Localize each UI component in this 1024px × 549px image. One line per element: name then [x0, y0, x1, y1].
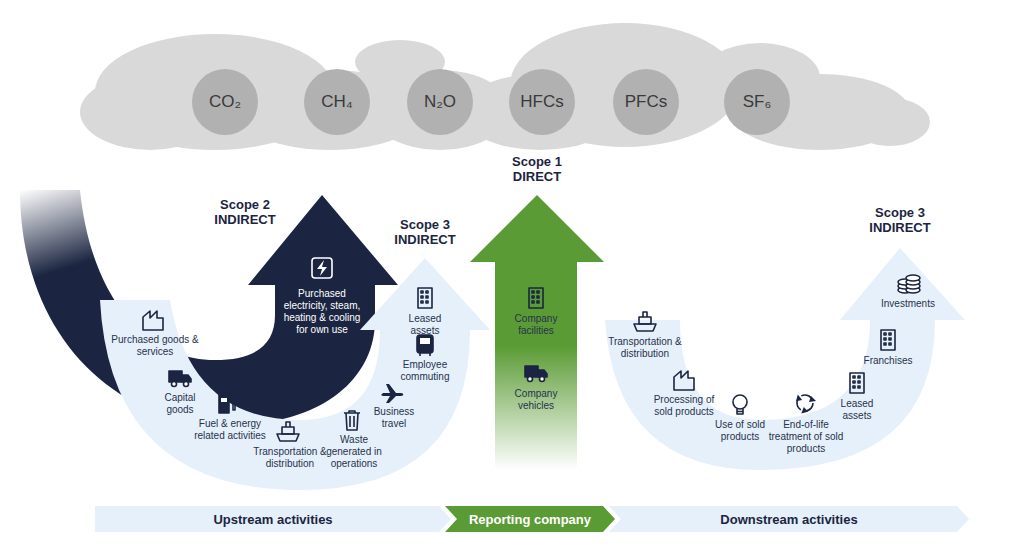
factory-icon — [674, 371, 694, 390]
band-chevron — [609, 506, 969, 532]
gas-name: HFCs — [520, 92, 563, 112]
category-label: Company facilities — [508, 313, 564, 337]
bulb-icon — [733, 395, 747, 414]
category-label: Use of sold products — [714, 419, 766, 443]
factory-icon — [143, 311, 163, 330]
gas-name: N₂O — [424, 92, 456, 112]
gas-name: SF₆ — [743, 92, 772, 112]
coins-icon — [898, 275, 920, 293]
category-icons — [143, 258, 920, 441]
gas-circle: N₂O — [407, 69, 473, 135]
band-chevron — [95, 506, 451, 532]
scope-heading: Scope 2 INDIRECT — [209, 198, 281, 228]
band-label: Downstream activities — [720, 512, 857, 527]
gas-circle: CH₄ — [304, 69, 370, 135]
truck-icon — [525, 366, 547, 382]
category-label: Transportation & distribution — [602, 336, 688, 360]
bolt-icon — [312, 258, 332, 278]
category-label: Transportation & distribution — [247, 446, 333, 470]
building-icon — [529, 288, 543, 308]
clouds — [80, 23, 930, 150]
category-label: Leased assets — [400, 313, 450, 337]
gas-circle: HFCs — [509, 69, 575, 135]
building-icon — [881, 330, 895, 350]
band-label: Reporting company — [469, 512, 591, 527]
category-label: Employee commuting — [395, 359, 455, 383]
category-label: Fuel & energy related activities — [194, 418, 266, 442]
recycle-icon — [793, 394, 816, 416]
ship-icon — [277, 422, 299, 441]
ship-icon — [634, 312, 656, 331]
gas-name: CO₂ — [209, 92, 241, 112]
category-label: Purchased goods & services — [107, 334, 203, 358]
gas-name: CH₄ — [321, 92, 353, 112]
building-icon — [418, 288, 432, 308]
gas-name: PFCs — [625, 92, 668, 112]
gas-circle: PFCs — [613, 69, 679, 135]
gas-circle: SF₆ — [724, 69, 790, 135]
category-label: Franchises — [858, 355, 918, 367]
truck-icon — [169, 371, 191, 387]
category-label: Capital goods — [157, 392, 203, 416]
fuel-icon — [219, 395, 235, 413]
category-label: Company vehicles — [508, 388, 564, 412]
scope-heading: Scope 1 DIRECT — [506, 155, 568, 185]
category-label: Processing of sold products — [649, 394, 719, 418]
plane-icon — [381, 384, 403, 403]
band-label: Upstream activities — [213, 512, 332, 527]
category-label: Investments — [877, 298, 939, 310]
activity-band: Downstream activities — [609, 506, 969, 532]
trash-icon — [344, 411, 360, 430]
category-label: Waste generated in operations — [321, 434, 387, 470]
category-label: Business travel — [371, 406, 417, 430]
category-label: End-of-life treatment of sold products — [768, 419, 844, 455]
category-label: Purchased electricity, steam, heating & … — [280, 288, 364, 336]
activity-band: Upstream activities — [95, 506, 451, 532]
scope1-arrow — [470, 195, 604, 470]
category-label: Leased assets — [832, 398, 882, 422]
building-icon — [850, 373, 864, 393]
gas-circle: CO₂ — [192, 69, 258, 135]
activity-band: Reporting company — [445, 506, 615, 532]
bus-icon — [417, 335, 433, 356]
scope-heading: Scope 3 INDIRECT — [389, 218, 461, 248]
scope3-upstream-arrow — [100, 258, 490, 490]
band-chevron — [445, 506, 615, 532]
scope-heading: Scope 3 INDIRECT — [864, 206, 936, 236]
